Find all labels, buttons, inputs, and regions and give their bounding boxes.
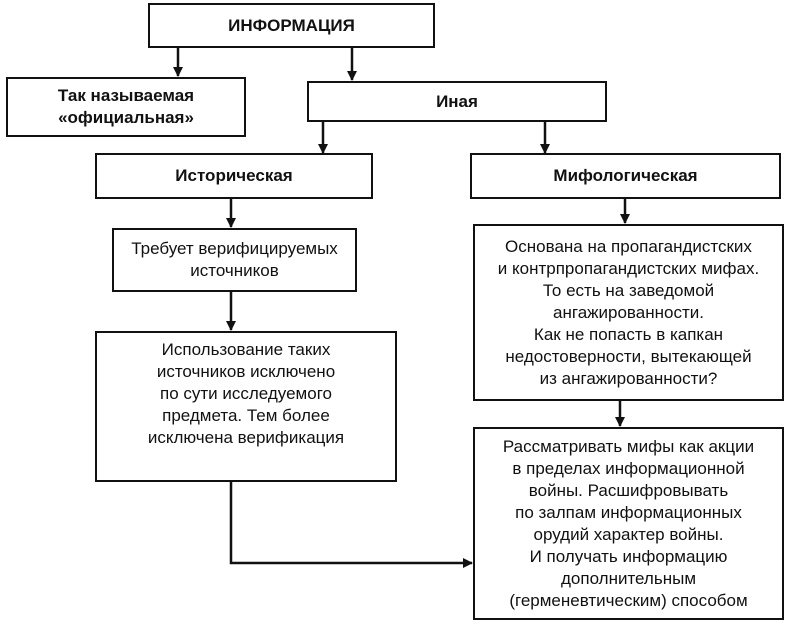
- box-consider-myths: Рассматривать мифы как акции в пределах …: [473, 427, 784, 620]
- label-mythological: Мифологическая: [553, 166, 698, 185]
- box-based-on-myths: Основана на пропагандистских и контрпроп…: [473, 224, 784, 401]
- box-information: ИНФОРМАЦИЯ: [148, 3, 435, 48]
- label-official: Так называемая «официальная»: [57, 86, 195, 127]
- label-historical: Историческая: [175, 166, 293, 185]
- label-based-on-myths: Основана на пропагандистских и контрпроп…: [497, 236, 760, 388]
- box-official: Так называемая «официальная»: [6, 77, 246, 137]
- box-use-excluded: Использование таких источников исключено…: [95, 331, 397, 482]
- label-use-excluded: Использование таких источников исключено…: [147, 340, 345, 447]
- label-information: ИНФОРМАЦИЯ: [228, 15, 355, 35]
- label-other: Иная: [436, 91, 478, 111]
- box-mythological: Мифологическая: [470, 153, 781, 199]
- label-consider-myths: Рассматривать мифы как акции в пределах …: [502, 436, 755, 610]
- arrow-excluded-to-consider: [229, 481, 473, 568]
- box-requires-verifiable-sources: Требует верифицируемых источников: [112, 228, 357, 292]
- box-other: Иная: [307, 81, 607, 122]
- label-requires-verifiable-sources: Требует верифицируемых источников: [131, 239, 338, 280]
- box-historical: Историческая: [95, 153, 373, 199]
